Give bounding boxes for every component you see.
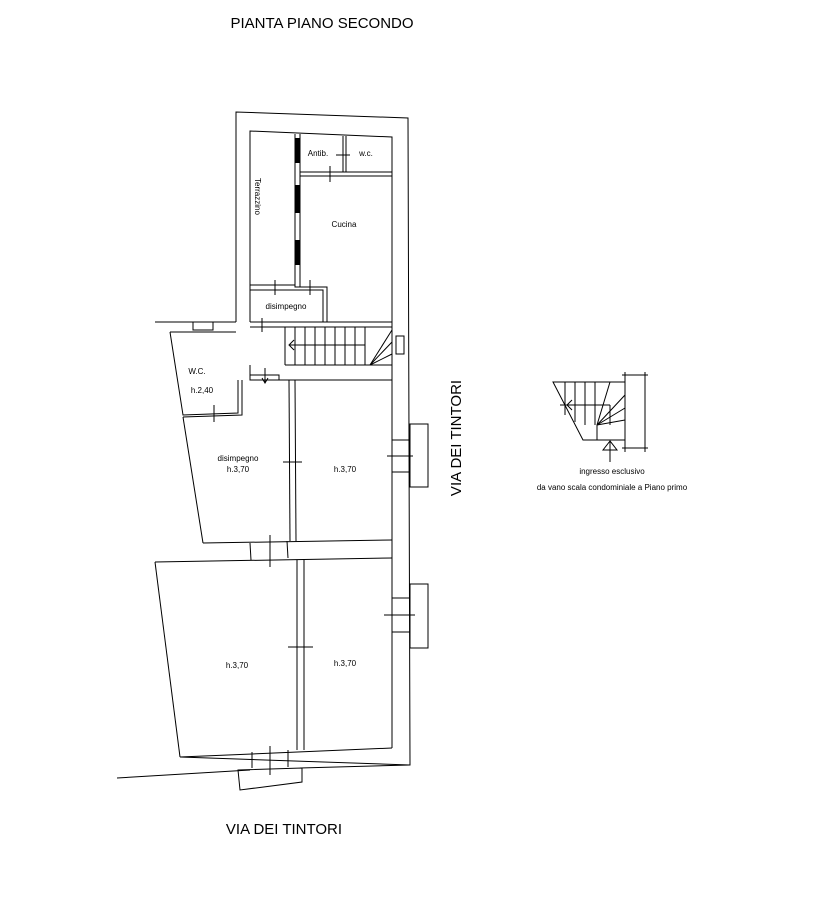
label-disimpegno-upper: disimpegno [266,302,307,311]
plan-title: PIANTA PIANO SECONDO [230,15,413,32]
inset-note-line2: da vano scala condominiale a Piano primo [537,483,688,492]
inset-note-line1: ingresso esclusivo [579,467,645,476]
building-walls [116,111,429,791]
stair-inset: ingresso esclusivo da vano scala condomi… [537,372,688,492]
street-label-side: VIA DEI TINTORI [448,380,465,496]
label-room-upper-right-height: h.3,70 [334,465,357,474]
street-label-bottom: VIA DEI TINTORI [226,821,342,838]
label-terrazzino: Terrazzino [253,178,262,215]
label-room-lower-left-height: h.3,70 [226,661,249,670]
label-wc: W.C. [188,367,205,376]
label-disimpegno-lower: disimpegno [218,454,259,463]
staircase [250,326,405,366]
label-cucina: Cucina [332,220,357,229]
room-labels: Antib. w.c. Terrazzino Cucina disimpegno… [188,149,373,670]
label-wc-height: h.2,40 [191,386,214,395]
label-room-lower-right-height: h.3,70 [334,659,357,668]
label-wc-small: w.c. [358,149,373,158]
label-antib: Antib. [308,149,328,158]
label-disimpegno-lower-height: h.3,70 [227,465,250,474]
